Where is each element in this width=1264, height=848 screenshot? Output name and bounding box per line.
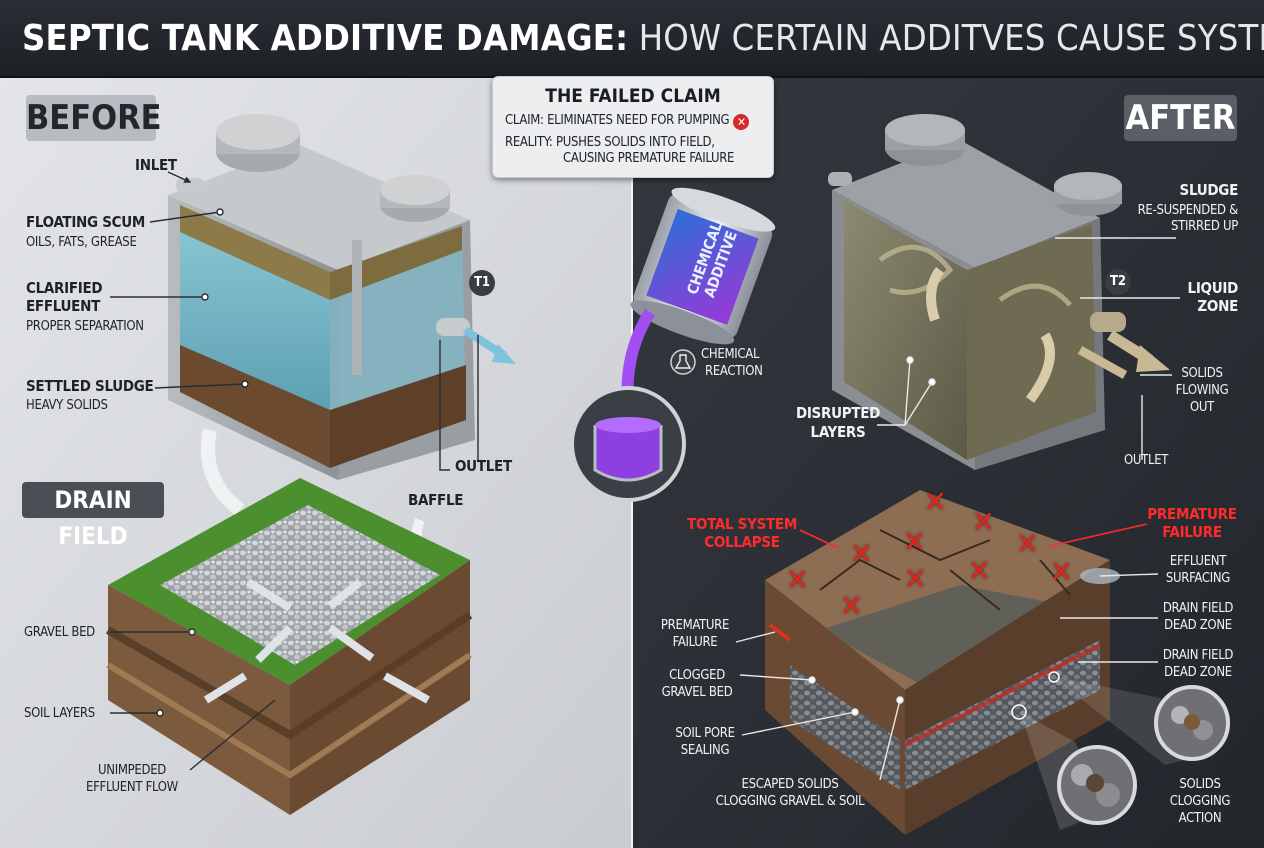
dead-zone-a-label-2: DEAD ZONE	[1164, 618, 1232, 633]
escaped-solids-label-1: ESCAPED SOLIDS	[741, 777, 839, 792]
baffle	[352, 240, 362, 375]
title-bold: SEPTIC TANK ADDITIVE DAMAGE:	[22, 18, 629, 59]
clarified-sublabel: PROPER SEPARATION	[26, 319, 144, 334]
total-collapse-label-1: TOTAL SYSTEM	[687, 515, 797, 533]
floating-scum-sublabel: OILS, FATS, GREASE	[26, 235, 137, 250]
before-callout-lines	[110, 171, 479, 471]
reality-line-2: CAUSING PREMATURE FAILURE	[563, 151, 735, 166]
clogging-action-label-3: ACTION	[1178, 811, 1222, 826]
disrupted-layers-label-1: DISRUPTED	[795, 404, 881, 422]
failed-claim-box: THE FAILED CLAIM CLAIM: ELIMINATES NEED …	[492, 76, 774, 178]
disrupted-layers-label-2: LAYERS	[810, 423, 866, 441]
t2-badge	[1105, 269, 1131, 295]
failure-x-icon: ✕	[850, 537, 873, 572]
baffle-label: BAFFLE	[408, 491, 464, 509]
t2-label: T2	[1109, 274, 1127, 289]
clogging-magnifiers	[1011, 671, 1230, 830]
failure-x-icon: ✕	[840, 589, 863, 624]
gravel-bed-label: GRAVEL BED	[24, 625, 95, 640]
premature-failure-label-1: PREMATURE	[660, 618, 730, 633]
solids-flowing-label-2: FLOWING	[1175, 383, 1229, 398]
chemical-mixing-lens	[570, 386, 686, 502]
failure-x-icon: ✕	[786, 563, 809, 598]
unimpeded-label-1: UNIMPEDED	[98, 763, 166, 778]
page-title: SEPTIC TANK ADDITIVE DAMAGE: HOW CERTAIN…	[22, 14, 1264, 64]
clarified-label-1: CLARIFIED	[26, 279, 103, 297]
drain-field-tag: DRAIN FIELD	[22, 482, 164, 550]
t2-inlet-pipe	[828, 172, 852, 186]
chemical-reaction-label-2: REACTION	[705, 364, 763, 379]
sludge-sublabel-1: RE-SUSPENDED &	[1137, 203, 1239, 218]
dead-zone-a-label-1: DRAIN FIELD	[1162, 601, 1234, 616]
sludge-sublabel-2: STIRRED UP	[1171, 219, 1238, 234]
claim-text: CLAIM: ELIMINATES NEED FOR PUMPING	[505, 113, 730, 128]
gravel-flow-arrows	[203, 578, 430, 704]
soil-pore-label-2: SEALING	[680, 743, 730, 758]
outlet-pipe	[436, 318, 470, 336]
failed-drain-field	[765, 490, 1120, 835]
settled-sludge-sublabel: HEAVY SOLIDS	[26, 398, 108, 413]
effluent-surfacing-label-2: SURFACING	[1165, 571, 1231, 586]
reality-line-1: REALITY: PUSHES SOLIDS INTO FIELD,	[505, 135, 715, 150]
failure-x-icon: ✕	[924, 485, 947, 520]
unimpeded-label-2: EFFLUENT FLOW	[86, 780, 178, 795]
healthy-drain-field	[106, 478, 473, 815]
t2-outlet-pipe	[1090, 312, 1126, 332]
floating-scum-label: FLOATING SCUM	[26, 213, 146, 231]
total-collapse-label-2: COLLAPSE	[704, 533, 780, 551]
after-tag: AFTER	[1124, 95, 1237, 141]
outlet-label-before: OUTLET	[455, 457, 512, 475]
clarified-label-2: EFFLUENT	[26, 297, 101, 315]
flask-icon	[670, 349, 696, 375]
t1-badge	[469, 270, 495, 296]
additive-can	[630, 187, 776, 345]
solids-flowing-label-3: OUT	[1189, 400, 1214, 415]
failure-x-icon: ✕	[904, 562, 927, 597]
failed-claim-title: THE FAILED CLAIM	[545, 85, 721, 107]
premature-failure-red-1: PREMATURE	[1147, 505, 1237, 523]
inlet-label: INLET	[135, 156, 177, 174]
failure-x-icon: ✕	[903, 525, 926, 560]
clogging-action-label-2: CLOGGING	[1169, 794, 1231, 809]
failure-x-icon: ✕	[1050, 555, 1073, 590]
claim-line: CLAIM: ELIMINATES NEED FOR PUMPING✕	[505, 113, 750, 130]
drain-field-callout-lines	[110, 628, 276, 771]
healthy-septic-tank	[168, 114, 516, 480]
before-tag: BEFORE	[26, 95, 162, 141]
effluent-surfacing-label-1: EFFLUENT	[1169, 554, 1227, 569]
title-light: HOW CERTAIN ADDITVES CAUSE SYSTEM FAILUR…	[638, 18, 1264, 59]
clogging-action-label-1: SOLIDS	[1179, 777, 1221, 792]
t1-label: T1	[473, 275, 491, 290]
soil-layers-label: SOIL LAYERS	[24, 706, 95, 721]
soil-pore-label-1: SOIL PORE	[675, 726, 735, 741]
outlet-label-after: OUTLET	[1124, 453, 1169, 468]
inlet-pipe	[176, 178, 204, 192]
header-bar	[0, 0, 1264, 78]
liquid-zone-label-1: LIQUID	[1187, 279, 1239, 297]
settled-sludge-label: SETTLED SLUDGE	[26, 377, 154, 395]
premature-failure-red-2: FAILURE	[1162, 523, 1222, 541]
clogged-gravel-label-2: GRAVEL BED	[661, 685, 733, 700]
flow-to-field-arrow	[201, 428, 245, 516]
failed-field-callout-lines	[735, 573, 1159, 781]
disrupted-septic-tank	[828, 114, 1170, 470]
escaped-solids-label-2: CLOGGING GRAVEL & SOIL	[715, 794, 865, 809]
dead-zone-b-label-2: DEAD ZONE	[1164, 665, 1232, 680]
failure-x-icon: ✕	[1016, 527, 1039, 562]
liquid-zone-label-2: ZONE	[1197, 297, 1238, 315]
failure-x-icon: ✕	[968, 554, 991, 589]
sludge-label: SLUDGE	[1179, 181, 1239, 199]
red-callout-lines	[799, 523, 1148, 549]
after-callout-lines	[877, 237, 1180, 460]
chemical-reaction-label-1: CHEMICAL	[701, 347, 760, 362]
premature-failure-label-2: FAILURE	[672, 635, 718, 650]
solids-flowing-label-1: SOLIDS	[1181, 366, 1223, 381]
dead-zone-b-label-1: DRAIN FIELD	[1162, 648, 1234, 663]
failure-x-icon: ✕	[972, 505, 995, 540]
clogged-gravel-label-1: CLOGGED	[669, 668, 725, 683]
x-circle-icon: ✕	[733, 114, 750, 130]
